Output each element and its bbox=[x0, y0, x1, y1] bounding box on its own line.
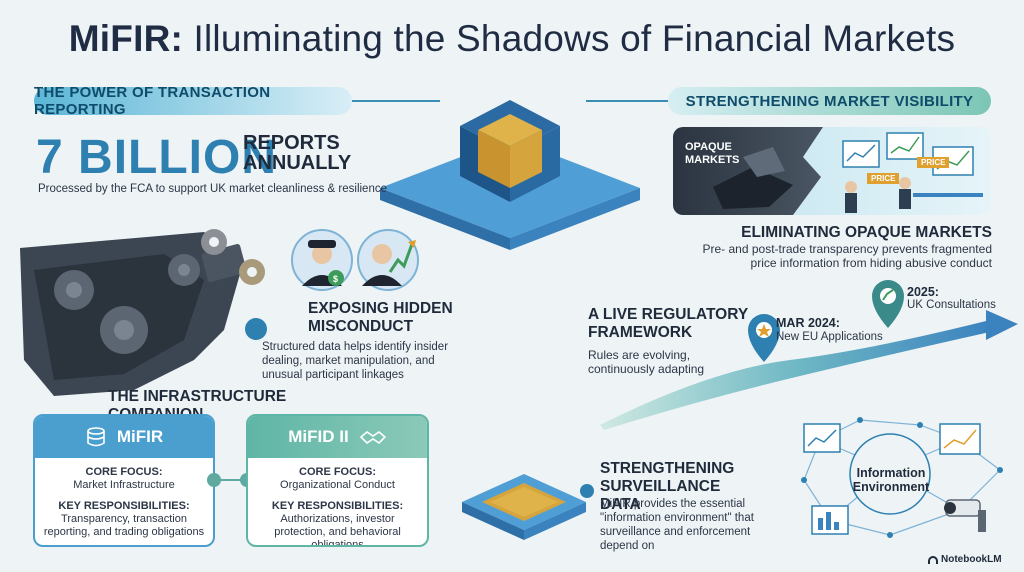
surveillance-dot bbox=[580, 484, 594, 498]
brand-name: NotebookLM bbox=[941, 554, 1002, 565]
milestone-date-2: 2025: bbox=[907, 285, 939, 299]
mifid-resp-value: Authorizations, investor protection, and… bbox=[274, 513, 401, 547]
pill-connector-left bbox=[352, 100, 440, 102]
opaque-markets-label: OPAQUE MARKETS bbox=[685, 141, 740, 166]
mifid-card-title: MiFID II bbox=[288, 427, 349, 446]
title-rest: Illuminating the Shadows of Financial Ma… bbox=[183, 18, 956, 59]
mifir-card: MiFIR CORE FOCUS: Market Infrastructure … bbox=[33, 414, 215, 547]
misconduct-heading: EXPOSING HIDDEN MISCONDUCT bbox=[308, 300, 453, 335]
milestone-desc-1: New EU Applications bbox=[776, 331, 883, 343]
cube-icon bbox=[380, 100, 640, 250]
mifir-card-header: MiFIR bbox=[35, 416, 213, 458]
database-icon bbox=[87, 427, 105, 447]
mifid-core-label: CORE FOCUS: bbox=[299, 466, 376, 478]
brand-logo-icon bbox=[928, 555, 938, 564]
stat-caption: Processed by the FCA to support UK marke… bbox=[38, 183, 387, 195]
mifid-card: MiFID II CORE FOCUS: Organizational Cond… bbox=[246, 414, 429, 547]
camera-icon bbox=[944, 499, 986, 532]
stat-number: 7 BILLION bbox=[36, 131, 278, 184]
section-pill-transaction-reporting: THE POWER OF TRANSACTION REPORTING bbox=[34, 84, 352, 118]
opaque-heading: ELIMINATING OPAQUE MARKETS bbox=[741, 224, 992, 241]
milestone-desc-2: UK Consultations bbox=[907, 299, 996, 311]
price-tag-1: PRICE bbox=[867, 173, 900, 184]
misconduct-dot bbox=[245, 318, 267, 340]
shadow-machinery-illustration bbox=[20, 229, 265, 396]
surveillance-heading: STRENGTHENING SURVEILLANCE DATA bbox=[600, 460, 735, 513]
pill-connector-right bbox=[586, 100, 668, 102]
chart-icon bbox=[803, 423, 841, 453]
information-network bbox=[801, 417, 1003, 538]
price-tag-2: PRICE bbox=[917, 157, 950, 168]
chip-icon bbox=[462, 474, 586, 540]
framework-heading: A LIVE REGULATORY FRAMEWORK bbox=[588, 306, 748, 341]
regulatory-timeline-wave bbox=[600, 280, 1018, 430]
pin-icon bbox=[872, 280, 904, 328]
svg-text:$: $ bbox=[333, 274, 338, 284]
mifir-card-title: MiFIR bbox=[116, 427, 164, 446]
card-link-node-left bbox=[207, 473, 221, 487]
chart-icon bbox=[939, 423, 981, 455]
framework-body: Rules are evolving, continuously adaptin… bbox=[588, 348, 705, 376]
mifir-core-label: CORE FOCUS: bbox=[85, 466, 163, 478]
stat-unit: REPORTS ANNUALLY bbox=[243, 132, 352, 174]
surveillance-body: MiFIR provides the essential "informatio… bbox=[600, 498, 754, 552]
title-strong: MiFIR: bbox=[68, 18, 184, 59]
opaque-markets-illustration: OPAQUE MARKETS PRICE PRICE bbox=[673, 127, 991, 215]
page-title: MiFIR: Illuminating the Shadows of Finan… bbox=[0, 18, 1024, 60]
brand-watermark: NotebookLM bbox=[928, 554, 1002, 565]
misconduct-avatars: $ bbox=[291, 229, 419, 291]
pin-icon bbox=[748, 314, 780, 362]
card-link bbox=[215, 479, 245, 481]
information-environment-label: Information Environment bbox=[852, 466, 930, 494]
milestone-date-1: MAR 2024: bbox=[776, 316, 840, 330]
mifid-core-value: Organizational Conduct bbox=[280, 479, 395, 491]
section-pill-market-visibility: STRENGTHENING MARKET VISIBILITY bbox=[668, 87, 991, 115]
mifir-resp-label: KEY RESPONSIBILITIES: bbox=[58, 500, 190, 512]
mifir-core-value: Market Infrastructure bbox=[73, 479, 175, 491]
opaque-body: Pre- and post-trade transparency prevent… bbox=[702, 242, 993, 270]
misconduct-body: Structured data helps identify insider d… bbox=[262, 341, 449, 381]
mifid-resp-label: KEY RESPONSIBILITIES: bbox=[271, 500, 404, 512]
mifir-resp-value: Transparency, transaction reporting, and… bbox=[43, 513, 205, 538]
chart-icon bbox=[811, 505, 849, 535]
handshake-icon bbox=[359, 431, 386, 445]
mifid-card-header: MiFID II bbox=[248, 416, 427, 458]
